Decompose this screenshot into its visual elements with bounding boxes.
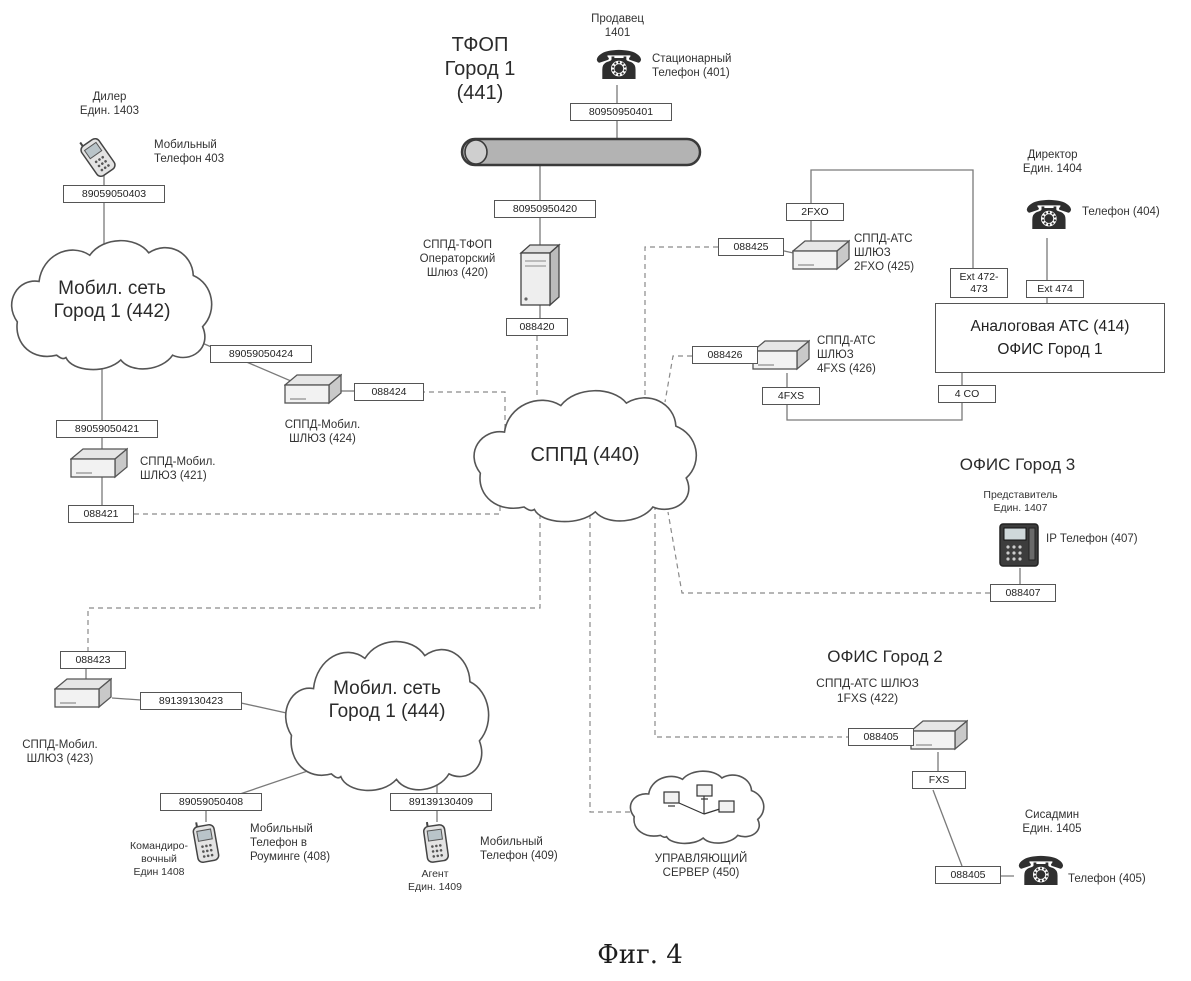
mobile-phone-408-label: Мобильный Телефон в Роуминге (408) — [250, 823, 331, 864]
number-box-088423: 088423 — [60, 651, 126, 670]
gateway-425-icon — [791, 238, 851, 277]
number-box-088426: 088426 — [692, 346, 758, 365]
traveler-label: Командиро- вочный Един 1408 — [130, 840, 188, 878]
number-box-088420: 088420 — [506, 318, 568, 337]
gateway-422-label: СППД-АТС ШЛЮЗ 1FXS (422) — [816, 676, 919, 705]
mobile-phone-icon-409 — [421, 817, 452, 871]
number-box-088407: 088407 — [990, 584, 1056, 603]
mobile-phone-403-label: Мобильный Телефон 403 — [154, 139, 225, 166]
port-box-ext-472-473: Ext 472- 473 — [950, 268, 1008, 299]
number-box-89059050421: 89059050421 — [56, 420, 158, 439]
desk-phone-icon-401: ☎ — [594, 43, 644, 89]
port-box-4fxs: 4FXS — [762, 387, 820, 406]
representative-label: Представитель Един. 1407 — [983, 489, 1058, 514]
dealer-label: Дилер Един. 1403 — [79, 91, 140, 118]
gateway-426-label: СППД-АТС ШЛЮЗ 4FXS (426) — [817, 335, 876, 376]
director-label: Директор Един. 1404 — [1022, 149, 1083, 176]
number-box-89139130409: 89139130409 — [390, 793, 492, 812]
gateway-422-icon — [909, 718, 969, 757]
desk-phone-icon-404: ☎ — [1024, 193, 1074, 239]
gateway-426-icon — [751, 338, 811, 377]
desk-phone-icon-405: ☎ — [1016, 849, 1066, 895]
number-box-088425: 088425 — [718, 238, 784, 257]
port-box-ext-474: Ext 474 — [1026, 280, 1084, 299]
mobile-phone-icon-408 — [190, 816, 222, 870]
number-box-89139130423: 89139130423 — [140, 692, 242, 711]
mobile-phone-409-label: Мобильный Телефон (409) — [480, 836, 558, 863]
analog-pbx-414: Аналоговая АТС (414) ОФИС Город 1 — [935, 303, 1165, 373]
port-box-2fxo: 2FXO — [786, 203, 844, 222]
number-box-088405-line: 088405 — [935, 866, 1001, 885]
office2-title: ОФИС Город 2 — [827, 647, 943, 666]
agent-label: Агент Един. 1409 — [408, 868, 462, 893]
number-box-89059050403: 89059050403 — [63, 185, 165, 204]
gateway-425-label: СППД-АТС ШЛЮЗ 2FXO (425) — [854, 233, 915, 274]
sysadmin-label: Сисадмин Един. 1405 — [1022, 809, 1082, 836]
cloud-server-450 — [629, 770, 765, 844]
port-box-fxs: FXS — [912, 771, 966, 790]
gateway-420-label: СППД-ТФОП Операторский Шлюз (420) — [419, 239, 496, 280]
number-box-088424: 088424 — [354, 383, 424, 402]
number-box-80950950401: 80950950401 — [570, 103, 672, 122]
management-server-label: УПРАВЛЯЮЩИЙ СЕРВЕР (450) — [654, 853, 748, 880]
gateway-424-label: СППД-Мобил. ШЛЮЗ (424) — [284, 419, 361, 446]
desk-phone-401-label: Стационарный Телефон (401) — [652, 53, 732, 80]
port-box-4co: 4 CO — [938, 385, 996, 404]
seller-label: Продавец 1401 — [591, 13, 644, 40]
gateway-424-icon — [283, 372, 343, 411]
ip-phone-icon-407 — [998, 522, 1040, 573]
office3-title: ОФИС Город 3 — [959, 455, 1076, 474]
ip-phone-407-label: IP Телефон (407) — [1046, 533, 1138, 545]
number-box-088421: 088421 — [68, 505, 134, 524]
operator-gateway-420-icon — [516, 242, 564, 313]
number-box-89059050424: 89059050424 — [210, 345, 312, 364]
server-network-icon — [663, 784, 735, 815]
number-box-89059050408: 89059050408 — [160, 793, 262, 812]
desk-phone-405-label: Телефон (405) — [1068, 873, 1146, 885]
number-box-088405-sppd: 088405 — [848, 728, 914, 747]
number-box-80950950420: 80950950420 — [494, 200, 596, 219]
desk-phone-404-label: Телефон (404) — [1082, 206, 1160, 218]
pstn-pipe-icon — [460, 137, 702, 167]
figure-caption: Фиг. 4 — [597, 940, 683, 970]
pstn-cloud-title: ТФОП Город 1 (441) — [444, 34, 516, 104]
gateway-421-icon — [69, 446, 129, 485]
gateway-423-icon — [53, 676, 113, 715]
mobile-phone-icon-403 — [74, 130, 123, 186]
sppd-cloud-title: СППД (440) — [530, 444, 640, 466]
mobile-444-cloud-title: Мобил. сеть Город 1 (444) — [328, 678, 446, 722]
mobile-442-cloud-title: Мобил. сеть Город 1 (442) — [53, 278, 171, 322]
gateway-423-label: СППД-Мобил. ШЛЮЗ (423) — [22, 739, 98, 766]
gateway-421-label: СППД-Мобил. ШЛЮЗ (421) — [140, 456, 216, 483]
